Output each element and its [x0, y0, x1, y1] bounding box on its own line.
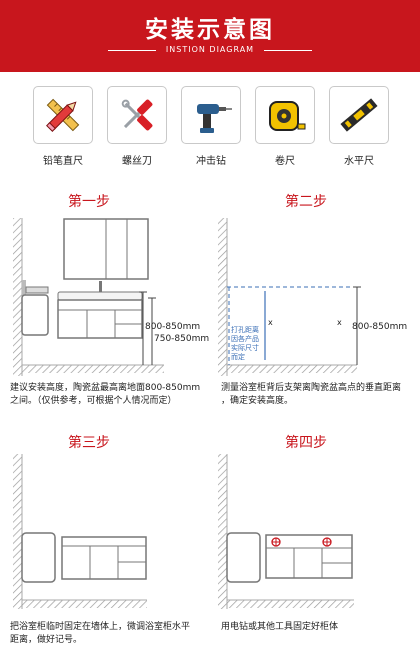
page-subtitle: INSTION DIAGRAM — [165, 45, 255, 54]
tool-card — [33, 86, 93, 144]
tool-card — [181, 86, 241, 144]
dim-label-2: 750-850mm — [154, 334, 209, 344]
note-line-4: 而定 — [231, 352, 245, 361]
caption-line: ，确定安装高度。 — [221, 396, 294, 406]
wall — [218, 454, 227, 609]
floor — [227, 365, 357, 373]
tool-impact-drill: 冲击钻 — [181, 86, 241, 167]
tool-tape-measure: 卷尺 — [255, 86, 315, 167]
step-2-caption: 测量浴室柜背后支架离陶瓷盆高点的垂直距离 ，确定安装高度。 — [221, 382, 419, 408]
step-4-title: 第四步 — [285, 435, 327, 451]
step-4-diagram — [218, 454, 354, 609]
screw-icon — [271, 537, 281, 547]
floor — [22, 600, 147, 608]
tools-row: 铅笔直尺 螺丝刀 冲击钻 卷尺 — [0, 86, 420, 167]
note-line-3: 实际尺寸 — [231, 343, 259, 352]
side-cabinet — [21, 532, 56, 583]
mark-x: x — [268, 318, 273, 327]
note-line-2: 因各产品 — [231, 334, 259, 343]
tool-spirit-level: 水平尺 — [329, 86, 389, 167]
vanity-cabinet — [57, 299, 143, 339]
step-1-diagram: 800-850mm 750-850mm — [13, 218, 209, 376]
wall — [218, 218, 227, 376]
tool-card — [255, 86, 315, 144]
step-1-caption: 建议安装高度，陶瓷盆最高离地面800-850mm 之间。（仅供参考，可根据个人情… — [10, 382, 215, 408]
side-sink — [25, 286, 49, 294]
tool-screwdriver: 螺丝刀 — [107, 86, 167, 167]
step-3-caption: 把浴室柜临时固定在墙体上，微调浴室柜水平 距离，做好记号。 — [10, 621, 215, 647]
note-line-1: 打孔距离 — [231, 325, 259, 334]
caption-line: 用电钻或其他工具固定好柜体 — [221, 622, 339, 632]
vanity-cabinet — [61, 536, 147, 580]
caption-line: 之间。（仅供参考，可根据个人情况而定） — [10, 396, 177, 406]
dim-label: 800-850mm — [352, 322, 407, 332]
tape-measure-icon — [269, 101, 306, 131]
step-4-caption: 用电钻或其他工具固定好柜体 — [221, 621, 419, 634]
tool-label: 水平尺 — [344, 156, 374, 167]
step-3-diagram — [13, 454, 147, 609]
wall — [13, 218, 22, 376]
side-cabinet — [21, 294, 49, 336]
spirit-level-icon — [340, 98, 378, 132]
caption-line: 建议安装高度，陶瓷盆最高离地面800-850mm — [10, 383, 201, 393]
page-title: 安装示意图 — [145, 17, 275, 43]
screw-icon — [322, 537, 332, 547]
pencil-ruler-icon — [46, 98, 80, 132]
step-2-diagram: 打孔距离 因各产品 实际尺寸 而定 x x 800-850mm — [218, 218, 407, 376]
side-bracket — [22, 280, 26, 300]
tool-card — [329, 86, 389, 144]
vanity-cabinet — [265, 534, 353, 579]
subtitle-left-rule — [108, 50, 156, 51]
floor — [227, 600, 354, 608]
dim-label-1: 800-850mm — [145, 322, 200, 332]
side-cabinet — [226, 532, 261, 583]
step-2-title: 第二步 — [285, 194, 327, 210]
faucet — [99, 281, 102, 294]
step-3-title: 第三步 — [68, 435, 110, 451]
page-header: 安装示意图 INSTION DIAGRAM — [0, 0, 420, 72]
floor — [22, 365, 164, 373]
caption-line: 距离，做好记号。 — [10, 635, 83, 645]
tool-label: 螺丝刀 — [122, 156, 152, 167]
tool-label: 卷尺 — [275, 156, 295, 167]
basin — [57, 291, 143, 301]
tool-label: 铅笔直尺 — [43, 156, 83, 167]
impact-drill-icon — [197, 104, 232, 133]
mark-x: x — [337, 318, 342, 327]
tool-label: 冲击钻 — [196, 156, 226, 167]
caption-line: 把浴室柜临时固定在墙体上，微调浴室柜水平 — [10, 622, 191, 632]
tool-card — [107, 86, 167, 144]
screwdriver-icon — [121, 99, 153, 131]
wall — [13, 454, 22, 609]
caption-line: 测量浴室柜背后支架离陶瓷盆高点的垂直距离 — [221, 383, 402, 393]
step-1-title: 第一步 — [68, 194, 110, 210]
tool-pencil-ruler: 铅笔直尺 — [33, 86, 93, 167]
subtitle-right-rule — [264, 50, 312, 51]
